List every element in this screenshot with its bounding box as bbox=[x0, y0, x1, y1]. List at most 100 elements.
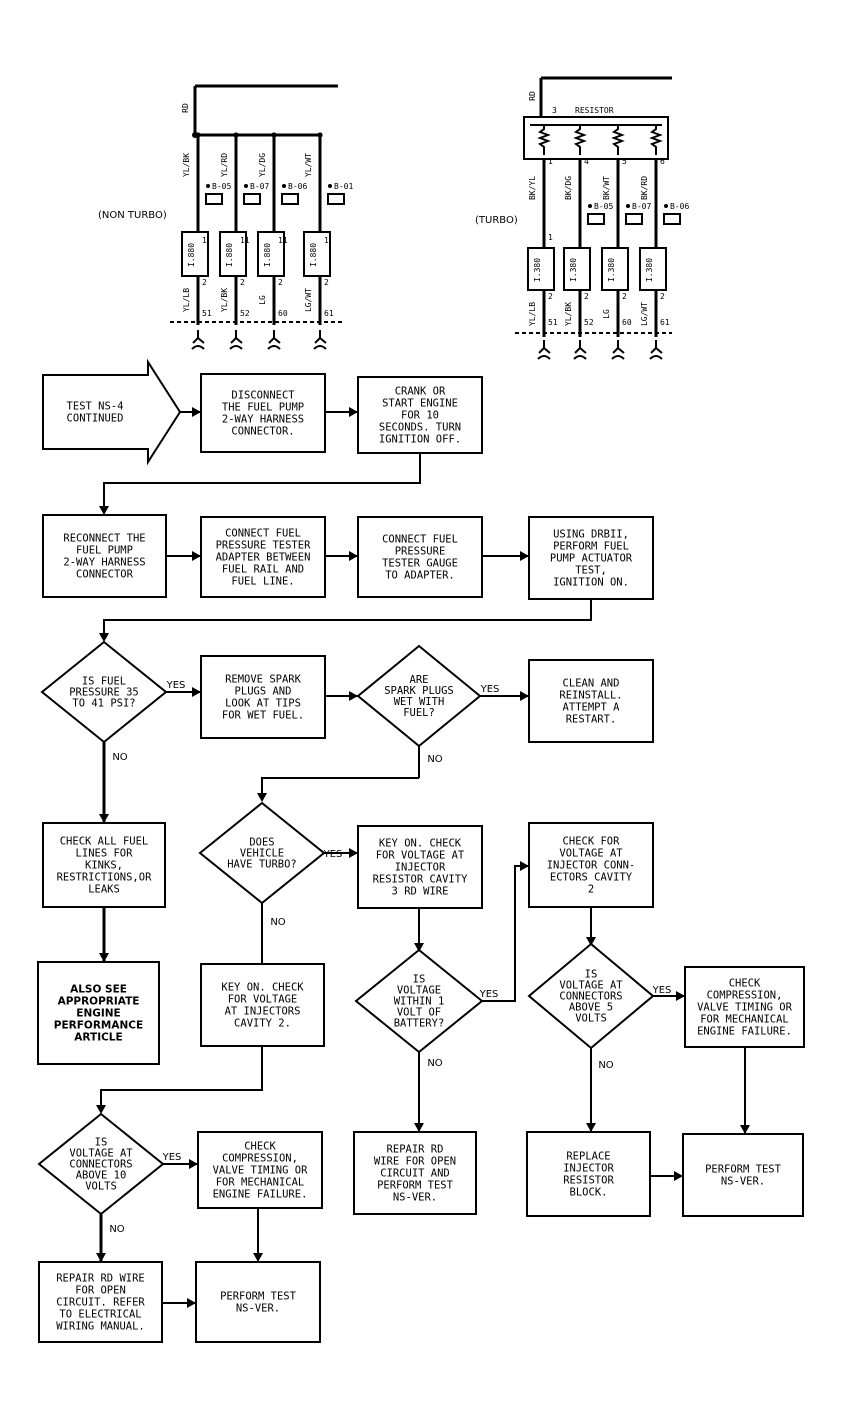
ecm-wire-label: YL/BK bbox=[564, 302, 573, 326]
perform-ver-a-box bbox=[682, 1133, 804, 1217]
pin-label: 1 bbox=[548, 233, 553, 242]
q-pressure-text-line: TO 41 PSI? bbox=[72, 698, 135, 710]
perform-ver-b-text-line: PERFORM TEST bbox=[220, 1291, 297, 1303]
connect-tester-text-line: FUEL LINE. bbox=[231, 576, 294, 588]
arrow-head bbox=[414, 943, 424, 952]
turbo-branch-label: BK/DG bbox=[564, 176, 573, 200]
injector-box bbox=[181, 231, 209, 277]
repair-rd-wire-text-line: REPAIR RD bbox=[387, 1144, 444, 1156]
arrow-head bbox=[192, 407, 201, 417]
also-see-text-line: ALSO SEE bbox=[70, 984, 127, 996]
check-compression-a-text-line: VALVE TIMING OR bbox=[697, 1002, 793, 1014]
injector-box bbox=[527, 247, 555, 291]
reconnect-text-line: 2-WAY HARNESS bbox=[63, 557, 145, 569]
pin-label: 11 bbox=[240, 236, 250, 245]
repair-rd-wire-text-line: WIRE FOR OPEN bbox=[374, 1156, 456, 1168]
remove-plugs-text-line: PLUGS AND bbox=[235, 686, 292, 698]
ecm-wire-label: LG/WT bbox=[304, 288, 313, 312]
connect-gauge-text-line: TESTER GAUGE bbox=[382, 558, 458, 570]
feed-wire-label: RD bbox=[181, 103, 190, 113]
pin-label: 2 bbox=[202, 278, 207, 287]
junction-dot bbox=[233, 132, 239, 138]
resistor-block-box bbox=[523, 116, 669, 160]
remove-plugs-text-line: LOOK AT TIPS bbox=[225, 698, 301, 710]
connector-label: B-05 bbox=[212, 182, 231, 191]
check-compression-b-text-line: CHECK bbox=[244, 1141, 276, 1153]
clean-reinstall-text-line: ATTEMPT A bbox=[563, 702, 621, 714]
crank-text-line: IGNITION OFF. bbox=[379, 434, 461, 446]
connector-label: B-01 bbox=[334, 182, 353, 191]
ecm-wire-label: YL/BK bbox=[220, 288, 229, 312]
no-label: NO bbox=[427, 1058, 442, 1069]
check-lines-text-line: LINES FOR bbox=[76, 848, 134, 860]
drbii-text-line: PERFORM FUEL bbox=[553, 541, 629, 553]
arrow-head bbox=[586, 937, 596, 946]
arrow-head bbox=[192, 687, 201, 697]
no-label: NO bbox=[270, 917, 285, 928]
check-compression-b-text-line: FOR MECHANICAL bbox=[216, 1177, 305, 1189]
resistor-pin-label: 1 bbox=[548, 157, 553, 166]
connect-gauge-text-line: TO ADAPTER. bbox=[385, 570, 455, 582]
turbo-feed-wire-label: RD bbox=[528, 91, 537, 101]
clean-reinstall-box bbox=[528, 659, 654, 743]
driver-icon bbox=[229, 330, 243, 350]
ecm-pin-label: 51 bbox=[202, 309, 212, 318]
q-turbo-text-line: DOES bbox=[249, 837, 274, 849]
arrow-head bbox=[520, 691, 529, 701]
key-on-cavity2-text-line: AT INJECTORS bbox=[225, 1006, 301, 1018]
no-label: NO bbox=[427, 754, 442, 765]
repair-rd-wire-text-line: NS-VER. bbox=[393, 1192, 437, 1204]
q-turbo-text-line: HAVE TURBO? bbox=[227, 859, 297, 871]
drbii-box bbox=[528, 516, 654, 600]
repair-open-text-line: TO ELECTRICAL bbox=[59, 1309, 141, 1321]
check-compression-a-box bbox=[684, 966, 805, 1048]
injector-label: I.380 bbox=[645, 258, 654, 282]
arrow-head bbox=[99, 633, 109, 642]
ecm-wire-label: LG bbox=[258, 295, 267, 305]
also-see-text: ALSO SEEAPPROPRIATEENGINEPERFORMANCEARTI… bbox=[54, 984, 143, 1044]
ecm-pin-label: 52 bbox=[240, 309, 250, 318]
injector-label: I.880 bbox=[309, 243, 318, 267]
turbo-branch-label: BK/YL bbox=[528, 176, 537, 200]
q-plugs-wet-text-line: WET WITH bbox=[394, 696, 445, 708]
connect-tester-text-line: CONNECT FUEL bbox=[225, 528, 301, 540]
arrow-head bbox=[192, 551, 201, 561]
also-see-box bbox=[37, 961, 160, 1065]
injector-label: I.380 bbox=[607, 258, 616, 282]
connect-tester-text-line: FUEL RAIL AND bbox=[222, 564, 304, 576]
drbii-text-line: USING DRBII, bbox=[553, 529, 629, 541]
replace-resistor-text-line: INJECTOR bbox=[563, 1163, 614, 1175]
connector-block-icon bbox=[587, 213, 605, 225]
replace-resistor-text-line: RESISTOR bbox=[563, 1175, 614, 1187]
resistor-element-icon bbox=[611, 125, 625, 155]
pin-label: 11 bbox=[278, 236, 288, 245]
ecm-wire-label: LG bbox=[602, 309, 611, 319]
arrow-head bbox=[349, 848, 358, 858]
q-volt-5-text-line: VOLTAGE AT bbox=[559, 980, 623, 992]
connector-pin-icon bbox=[282, 184, 286, 188]
driver-icon bbox=[573, 340, 587, 360]
arrow-head bbox=[520, 551, 529, 561]
injector-label: I.880 bbox=[187, 243, 196, 267]
start-text-line: TEST NS-4 bbox=[67, 401, 124, 413]
also-see-text-line: ARTICLE bbox=[74, 1032, 122, 1044]
resistor-element-icon bbox=[573, 125, 587, 155]
q-volt-battery-text-line: WITHIN 1 bbox=[394, 996, 445, 1008]
disconnect-text-line: THE FUEL PUMP bbox=[222, 402, 304, 414]
connector-label: B-06 bbox=[670, 202, 689, 211]
reconnect-box bbox=[42, 514, 167, 598]
arrow-head bbox=[414, 1123, 424, 1132]
branch-wire-label: YL/RD bbox=[220, 153, 229, 177]
connect-gauge-text-line: PRESSURE bbox=[395, 546, 446, 558]
connector-pin-icon bbox=[626, 204, 630, 208]
ecm-wire-label: LG/WT bbox=[640, 302, 649, 326]
crank-text-line: FOR 10 bbox=[401, 410, 439, 422]
crank-text-line: START ENGINE bbox=[382, 398, 458, 410]
